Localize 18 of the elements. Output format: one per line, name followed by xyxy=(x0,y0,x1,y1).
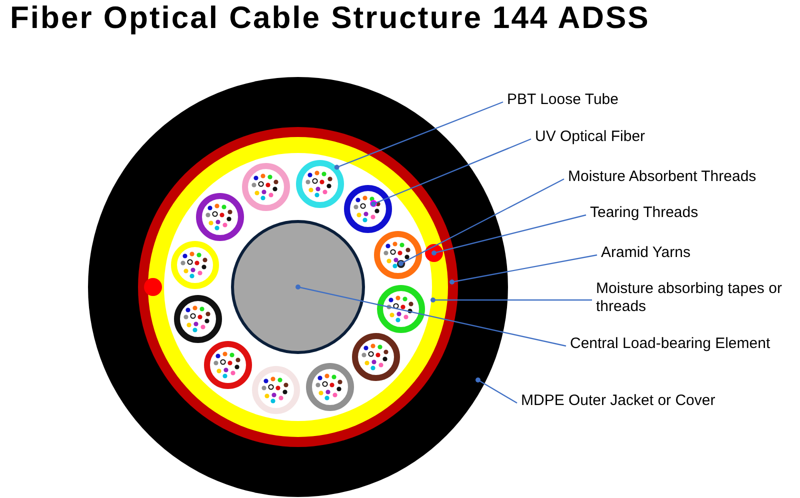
leader-line xyxy=(476,378,518,404)
leader-line xyxy=(450,254,598,284)
leader-line xyxy=(430,298,592,302)
callout-label: UV Optical Fiber xyxy=(535,128,646,146)
leader-line xyxy=(370,138,532,206)
leader-line xyxy=(296,284,566,347)
tearing-thread xyxy=(144,278,162,296)
callout-label: Aramid Yarns xyxy=(601,244,690,262)
leader-line xyxy=(398,178,564,266)
callout-label: Tearing Threads xyxy=(590,204,698,222)
title: Fiber Optical Cable Structure 144 ADSS xyxy=(10,0,650,36)
callout-label: MDPE Outer Jacket or Cover xyxy=(521,392,716,410)
callout-label: PBT Loose Tube xyxy=(507,91,618,109)
leader-line xyxy=(334,101,504,170)
callout-label: Central Load-bearing Element xyxy=(570,335,770,353)
callout-label: Moisture Absorbent Threads xyxy=(568,168,756,186)
callout-label: Moisture absorbing tapes or threads xyxy=(596,280,800,316)
leader-line xyxy=(432,214,586,256)
